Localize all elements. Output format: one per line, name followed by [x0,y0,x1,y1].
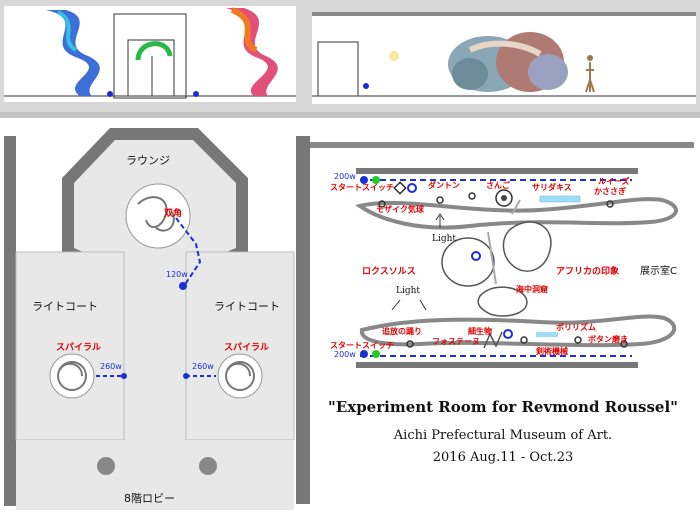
green-arch-sculpture [135,41,173,61]
right-spiral-label: スパイラル [224,343,270,353]
bottom-track [359,314,677,348]
lobby-label: 8階ロビー [124,492,175,505]
right-spiral-sculpture [226,7,278,96]
right-spiral-wattage: 260w [192,362,214,371]
pillar [97,457,115,475]
left-spiral-wattage: 260w [100,362,122,371]
top-switch-dot [372,176,380,184]
top-start-dot [360,176,368,184]
left-spiral-light-dot [121,373,127,379]
light-court-left [15,251,125,441]
lounge-wattage: 120w [166,270,188,279]
cave-light-dot [471,251,481,261]
light-dot [193,91,199,97]
pillar [199,457,217,475]
top-item-kasasagi: かささぎ [594,187,626,196]
left-spiral-label: スパイラル [56,343,102,353]
exhibit-room-label: 展示室C [640,266,677,277]
top-item-saridakis: サリダキス [532,183,572,192]
bottom-item-polyrhythm: ポリリズム [556,323,596,332]
light-court-left-label: ライトコート [32,300,98,313]
bottom-start-dot [360,350,368,358]
undersea-cave [441,199,552,317]
exhibition-dates: 2016 Aug.11 - Oct.23 [432,450,574,465]
lamp-icon [389,51,399,61]
bottom-switch-dot [372,350,380,358]
left-spiral-sculpture [46,10,100,96]
rokusu-solus-label: ロクスソルス [362,267,416,277]
bottom-item-button-polish: ボタン磨き [588,335,628,344]
light-court-right [185,251,295,441]
floor-plan [0,112,700,515]
mixed-sculpture [448,32,568,92]
bottom-item-sword-machine: 剣術機械 [536,347,568,356]
light-label-left: Light [396,286,421,296]
exhibition-title: "Experiment Room for Revmond Roussel" [328,398,678,416]
bottom-item-microbe: 細生物 [468,327,492,336]
top-item-mosaic: モザイク気球 [376,205,424,214]
lounge-work-label: 双角 [164,209,183,219]
figure-icon [585,62,595,93]
museum-name: Aichi Prefectural Museum of Art. [393,428,613,443]
top-item-sango: さんご [486,181,510,190]
lounge-label: ラウンジ [126,154,170,167]
elevation-view [0,0,700,112]
bottom-wattage: 200w [334,350,356,359]
top-wattage: 200w [334,172,356,181]
bottom-item-faustine: フォステーヌ [432,337,480,346]
light-dot [363,83,369,89]
bottom-item-exile-dance: 追放の踊り [382,327,422,336]
light-dot [107,91,113,97]
africa-label: アフリカの印象 [556,267,620,277]
undersea-cave-label: 海中洞窟 [516,285,548,294]
top-item-louise: ルイーズ [598,177,630,186]
right-spiral-light-dot [183,373,189,379]
lounge-light-dot [179,282,187,290]
bottom-start-switch: スタートスイッチ [330,341,394,350]
top-item-danton: ダントン [428,181,460,190]
top-start-switch: スタートスイッチ [330,183,394,192]
light-label-top: Light [432,234,457,244]
top-track [355,197,678,230]
light-court-right-label: ライトコート [214,300,280,313]
